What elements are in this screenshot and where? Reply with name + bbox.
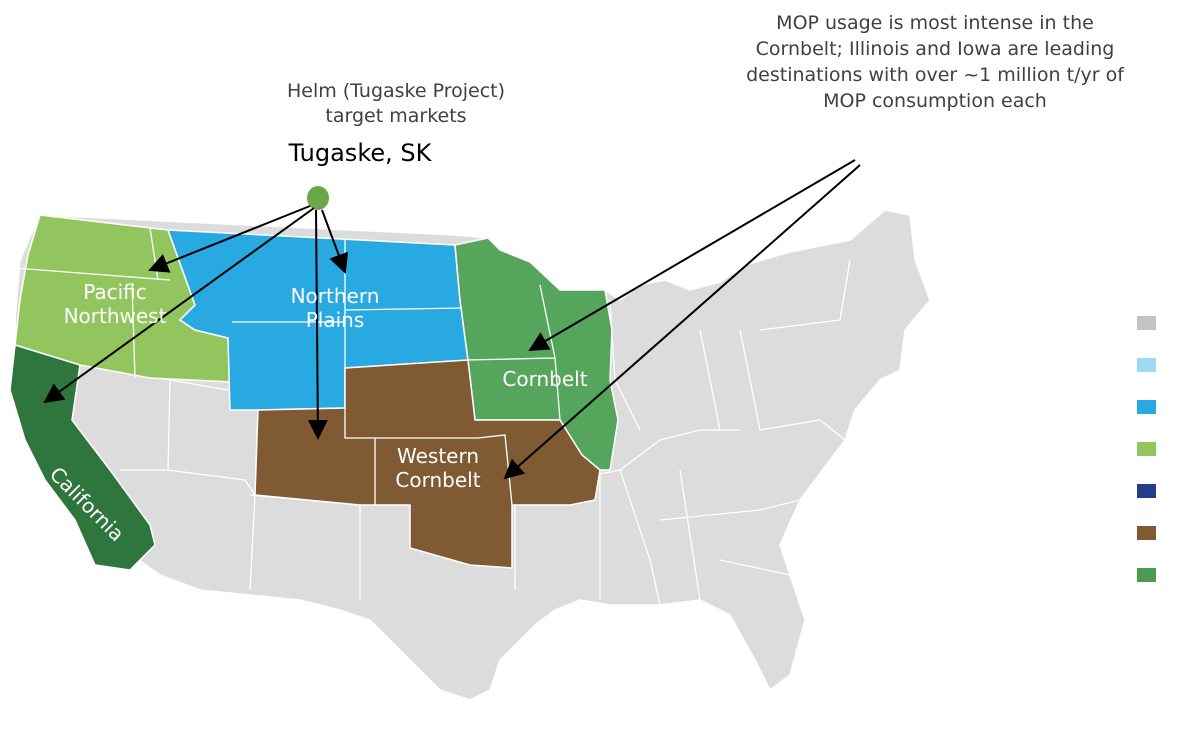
- wcb-borders: [344, 408, 513, 506]
- legend-swatch: [1137, 526, 1156, 540]
- northern-plains-label: Northern Plains: [290, 284, 380, 332]
- tugaske-origin-label: Tugaske, SK: [288, 139, 432, 167]
- western-cornbelt-label: Western Cornbelt: [395, 444, 481, 492]
- cornbelt-label: Cornbelt: [502, 367, 588, 391]
- legend-swatch: [1137, 316, 1156, 330]
- legend-swatches: [1137, 316, 1161, 610]
- legend-swatch: [1137, 400, 1156, 414]
- tugaske-origin-marker: [307, 186, 329, 210]
- legend-swatch: [1137, 442, 1156, 456]
- legend-swatch: [1137, 484, 1156, 498]
- mop-usage-caption: MOP usage is most intense in the Cornbel…: [746, 12, 1124, 112]
- legend-swatch: [1137, 568, 1156, 582]
- legend-swatch: [1137, 358, 1156, 372]
- state-borders: [79, 259, 851, 606]
- helm-target-markets-caption: Helm (Tugaske Project) target markets: [286, 80, 506, 127]
- pacific-northwest-label: Pacific Northwest: [63, 280, 167, 328]
- route-arrows: [43, 159, 861, 480]
- cb-borders: [467, 284, 561, 421]
